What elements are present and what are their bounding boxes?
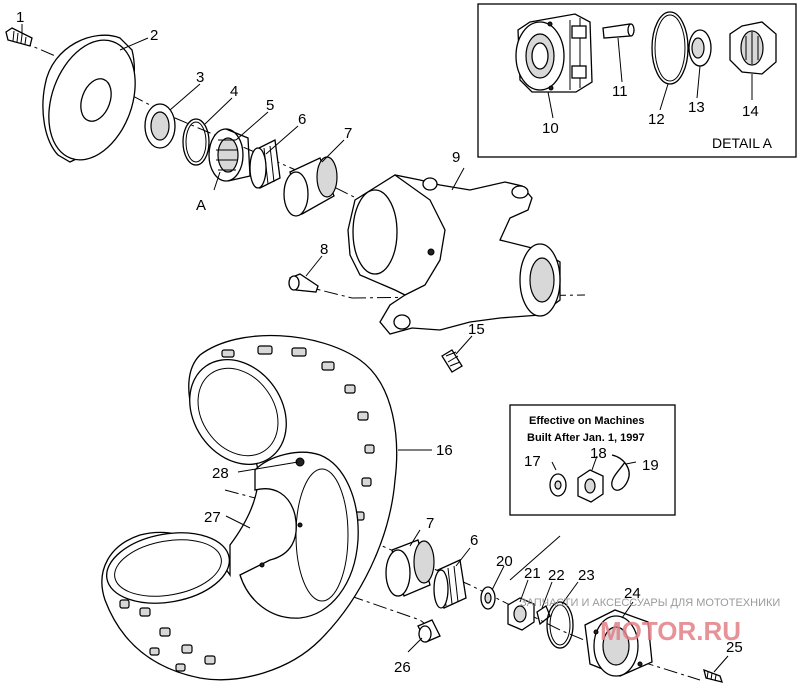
- callout-28: 28: [212, 465, 229, 482]
- detail-pin: [602, 23, 635, 39]
- callout-27: 27: [204, 509, 221, 526]
- part-snap-ring: [182, 118, 210, 166]
- part-brake-disc: [42, 34, 136, 163]
- note-line-1: Effective on Machines: [529, 415, 645, 427]
- effective-note-box: [509, 404, 676, 516]
- callout-23: 23: [578, 567, 595, 584]
- part-bearing-lower: [433, 559, 467, 609]
- part-race-lower: [385, 539, 435, 597]
- callout-11: 11: [612, 83, 628, 100]
- callout-21: 21: [524, 565, 541, 582]
- part-bolt: [5, 27, 33, 47]
- callout-18: 18: [590, 445, 607, 462]
- callout-14: 14: [742, 103, 759, 120]
- callout-6-upper: 6: [298, 111, 306, 128]
- callout-22: 22: [548, 567, 565, 584]
- callout-9: 9: [452, 149, 460, 166]
- part-o-ring: [546, 601, 574, 649]
- callout-15: 15: [468, 321, 485, 338]
- part-hub: [347, 174, 561, 335]
- callout-4: 4: [230, 83, 238, 100]
- callout-17: 17: [524, 453, 541, 470]
- part-screw: [703, 668, 723, 683]
- callout-2: 2: [150, 27, 158, 44]
- callout-3: 3: [196, 69, 204, 86]
- part-wheel-rim: [239, 451, 359, 619]
- part-bearing-upper: [249, 139, 281, 189]
- part-bearing-cone: [208, 128, 251, 182]
- callout-5: 5: [266, 97, 274, 114]
- watermark-tagline: ЗАПЧАСТИ И АКСЕССУАРЫ ДЛЯ МОТОТЕХНИКИ: [520, 597, 780, 609]
- callout-12: 12: [648, 111, 665, 128]
- part-cotter-pin: [536, 605, 551, 626]
- callout-6-lower: 6: [470, 532, 478, 549]
- part-race-upper: [283, 156, 338, 217]
- detail-a-box: [477, 3, 797, 158]
- callout-1: 1: [16, 9, 24, 26]
- callout-7-upper: 7: [344, 125, 352, 142]
- callout-20: 20: [496, 553, 513, 570]
- callout-7-lower: 7: [426, 515, 434, 532]
- callout-labels: 1 2 3 4 5 6 7 A 8 9 10 11 12 13 14 15 16…: [16, 9, 759, 676]
- part-valve-stem: [417, 619, 441, 643]
- part-grease-fitting: [441, 349, 463, 373]
- callout-10: 10: [542, 120, 559, 137]
- callout-25: 25: [726, 639, 743, 656]
- callout-a: A: [196, 197, 206, 214]
- detail-o-ring: [651, 11, 689, 85]
- watermark-logo: MOTOR.RU: [600, 616, 741, 646]
- leader-lines: [21, 24, 729, 673]
- detail-nut: [729, 21, 777, 75]
- note-line-2: Built After Jan. 1, 1997: [527, 432, 645, 444]
- callout-16: 16: [436, 442, 453, 459]
- part-bolt-small: [288, 273, 319, 293]
- detail-a-label: DETAIL A: [712, 135, 773, 151]
- part-seal: [144, 103, 176, 149]
- callout-26: 26: [394, 659, 411, 676]
- callout-19: 19: [642, 457, 659, 474]
- callout-24: 24: [624, 585, 641, 602]
- callout-8: 8: [320, 241, 328, 258]
- callout-13: 13: [688, 99, 705, 116]
- detail-hub-carrier: [515, 13, 593, 93]
- part-castle-nut: [507, 597, 535, 631]
- part-hub-cap: [584, 609, 653, 677]
- detail-washer: [688, 29, 712, 67]
